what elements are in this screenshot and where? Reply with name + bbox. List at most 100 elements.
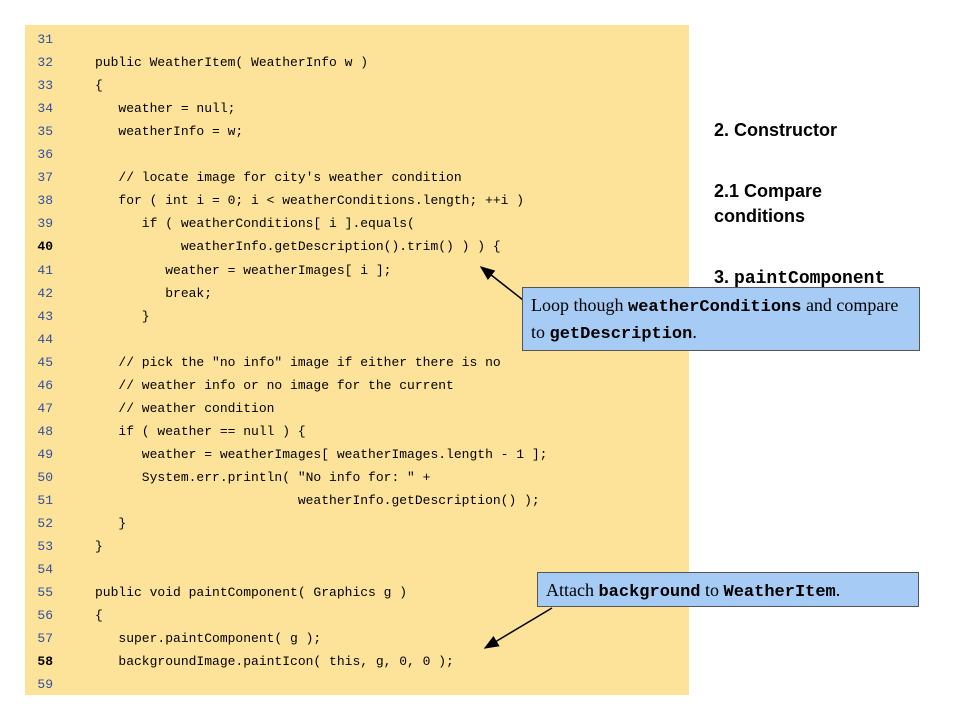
code-line: 45 // pick the "no info" image if either… <box>25 351 689 374</box>
code-line: 34 weather = null; <box>25 97 689 120</box>
line-number: 39 <box>37 216 53 232</box>
code-text: } <box>95 308 150 324</box>
loop-callout-code-1: weatherConditions <box>628 298 802 317</box>
line-number: 31 <box>37 32 53 47</box>
outline-item-paintcomponent: 3. paintComponent <box>714 265 954 292</box>
code-text: // weather info or no image for the curr… <box>95 377 454 393</box>
attach-callout-text-2: to <box>700 580 724 600</box>
line-number: 36 <box>37 147 53 163</box>
code-line: 59 <box>25 673 689 696</box>
code-text: System.err.println( "No info for: " + <box>95 469 431 485</box>
line-number: 58 <box>37 654 53 670</box>
code-line: 35 weatherInfo = w; <box>25 120 689 143</box>
loop-callout-code-2: getDescription <box>549 325 693 344</box>
code-text: public void paintComponent( Graphics g ) <box>95 585 408 601</box>
code-line: 44 <box>25 328 689 351</box>
code-line: 57 super.paintComponent( g ); <box>25 627 689 650</box>
loop-callout: Loop though weatherConditions and compar… <box>522 287 920 351</box>
code-text: weatherInfo.getDescription().trim() ) ) … <box>95 239 501 255</box>
code-line: 40 weatherInfo.getDescription().trim() )… <box>25 235 689 258</box>
line-number: 40 <box>37 239 53 255</box>
code-text: for ( int i = 0; i < weatherConditions.l… <box>95 193 525 209</box>
code-line: 37 // locate image for city's weather co… <box>25 166 689 189</box>
code-text: weatherInfo.getDescription() ); <box>95 493 540 508</box>
loop-callout-text-3: . <box>692 322 697 342</box>
line-number: 55 <box>37 585 53 601</box>
code-text: weather = weatherImages[ i ]; <box>95 262 392 278</box>
code-text: break; <box>95 285 213 301</box>
code-line: 46 // weather info or no image for the c… <box>25 374 689 397</box>
line-number: 41 <box>37 262 53 278</box>
line-number: 44 <box>37 331 53 347</box>
code-text: public WeatherItem( WeatherInfo w ) <box>95 55 369 71</box>
line-number: 42 <box>37 285 53 301</box>
outline-item-compare-line2: conditions <box>714 206 805 226</box>
line-number: 56 <box>37 608 53 624</box>
line-number: 47 <box>37 400 53 416</box>
code-text: weatherInfo = w; <box>95 124 244 140</box>
line-number: 48 <box>37 423 53 439</box>
attach-callout: Attach background to WeatherItem. <box>537 572 919 607</box>
line-number: 46 <box>37 377 53 393</box>
code-line: 51 weatherInfo.getDescription() ); <box>25 489 689 512</box>
code-line: 55 public void paintComponent( Graphics g… <box>25 581 689 604</box>
line-number: 54 <box>37 562 53 578</box>
attach-callout-code-2: WeatherItem <box>723 583 836 602</box>
outline-item-constructor-label: 2. Constructor <box>714 120 838 140</box>
line-number: 32 <box>37 55 53 71</box>
outline-item-paintcomponent-code: paintComponent <box>734 269 886 289</box>
code-line: 56 { <box>25 604 689 627</box>
code-line: 38 for ( int i = 0; i < weatherCondition… <box>25 189 689 212</box>
line-number: 45 <box>37 354 53 370</box>
code-line: 50 System.err.println( "No info for: " + <box>25 466 689 489</box>
code-line: 54 <box>25 558 689 581</box>
attach-callout-code-1: background <box>598 583 701 602</box>
line-number: 49 <box>37 446 53 462</box>
code-text: } <box>95 516 127 532</box>
line-number: 50 <box>37 469 53 485</box>
attach-callout-text-3: . <box>835 580 841 600</box>
code-line: 53} <box>25 535 689 558</box>
code-line: 39 if ( weatherConditions[ i ].equals( <box>25 212 689 235</box>
code-line: 43 } <box>25 305 689 328</box>
line-number: 37 <box>37 170 53 186</box>
line-number: 57 <box>37 631 53 647</box>
code-text: backgroundImage.paintIcon( this, g, 0, 0… <box>95 654 454 670</box>
line-number: 35 <box>37 124 53 140</box>
code-text: super.paintComponent( g ); <box>95 631 322 647</box>
outline-item-paintcomponent-prefix: 3. <box>714 267 735 287</box>
code-text: } <box>95 539 103 555</box>
outline-item-compare-conditions: 2.1 Compare conditions <box>714 179 954 229</box>
code-line: 32 public WeatherItem( WeatherInfo w ) <box>25 51 689 74</box>
line-number: 43 <box>37 308 53 324</box>
code-text: // locate image for city's weather condi… <box>95 170 462 186</box>
code-text: { <box>95 78 103 94</box>
code-text: weather = weatherImages[ weatherImages.l… <box>95 446 548 462</box>
line-number: 59 <box>37 677 53 693</box>
code-text: // pick the "no info" image if either th… <box>95 354 501 370</box>
code-line: 48 if ( weather == null ) { <box>25 420 689 443</box>
code-text: if ( weather == null ) { <box>95 423 306 439</box>
code-line: 58 backgroundImage.paintIcon( this, g, 0… <box>25 650 689 673</box>
loop-callout-text-2: and compare to <box>531 295 899 342</box>
code-text: weather = null; <box>95 101 236 117</box>
code-line: 49 weather = weatherImages[ weatherImage… <box>25 443 689 466</box>
attach-callout-text-1: Attach <box>546 580 599 600</box>
outline-item-constructor: 2. Constructor <box>714 118 954 143</box>
line-number: 52 <box>37 516 53 532</box>
code-text: { <box>95 608 103 624</box>
line-number: 34 <box>37 101 53 117</box>
line-number: 33 <box>37 78 53 94</box>
code-line: 52 } <box>25 512 689 535</box>
loop-callout-text-1: Loop though <box>531 295 628 315</box>
line-number: 53 <box>37 539 53 555</box>
line-number: 51 <box>37 493 53 508</box>
code-line: 42 break; <box>25 282 689 305</box>
code-line: 36 <box>25 143 689 166</box>
code-line: 47 // weather condition <box>25 397 689 420</box>
code-line: 33 { <box>25 74 689 97</box>
code-line: 41 weather = weatherImages[ i ]; <box>25 259 689 282</box>
code-text: // weather condition <box>95 400 275 416</box>
code-text: if ( weatherConditions[ i ].equals( <box>95 216 415 232</box>
